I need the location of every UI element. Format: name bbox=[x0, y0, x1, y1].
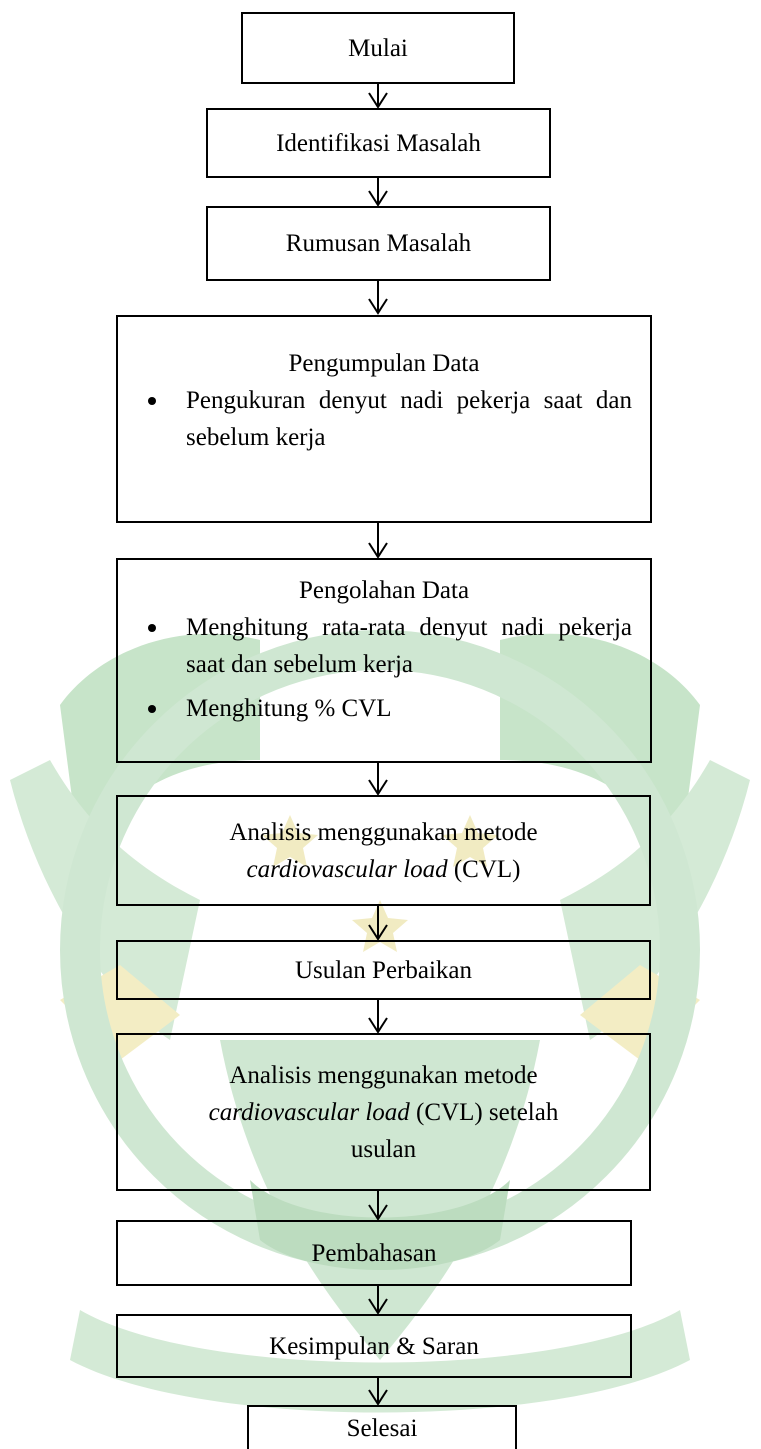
data-collection-node: Pengumpulan Data Pengukuran denyut nadi … bbox=[116, 315, 652, 523]
data-collection-title: Pengumpulan Data bbox=[288, 350, 480, 377]
start-node: Mulai bbox=[241, 12, 515, 84]
problem-formulation-label: Rumusan Masalah bbox=[285, 230, 472, 257]
arrow-3 bbox=[368, 280, 388, 315]
conclusion-node: Kesimpulan & Saran bbox=[116, 1314, 632, 1378]
cvl-analysis-node: Analisis menggunakan metode cardiovascul… bbox=[116, 795, 651, 906]
improvement-proposal-node: Usulan Perbaikan bbox=[116, 940, 651, 1000]
arrow-2 bbox=[368, 177, 388, 207]
discussion-label: Pembahasan bbox=[311, 1239, 437, 1267]
post-analysis-line-1: Analisis menggunakan metode bbox=[229, 1061, 538, 1089]
cvl-analysis-line-2: cardiovascular load (CVL) bbox=[229, 851, 537, 888]
arrow-5 bbox=[368, 762, 388, 796]
arrow-6 bbox=[368, 905, 388, 941]
data-collection-list: Pengukuran denyut nadi pekerja saat dan … bbox=[118, 382, 650, 456]
data-processing-list: Menghitung rata-rata denyut nadi pekerja… bbox=[118, 609, 650, 727]
cvl-analysis-line-1: Analisis menggunakan metode bbox=[229, 818, 538, 846]
arrow-9 bbox=[368, 1285, 388, 1315]
post-analysis-line-3: usulan bbox=[350, 1135, 417, 1163]
end-node: Selesai bbox=[247, 1405, 517, 1449]
start-label: Mulai bbox=[348, 34, 408, 62]
data-processing-node: Pengolahan Data Menghitung rata-rata den… bbox=[116, 558, 652, 763]
data-processing-item: Menghitung % CVL bbox=[148, 690, 632, 727]
problem-formulation-node: Rumusan Masalah bbox=[206, 206, 551, 281]
arrow-8 bbox=[368, 1190, 388, 1221]
post-proposal-analysis-node: Analisis menggunakan metode cardiovascul… bbox=[116, 1033, 651, 1191]
arrow-10 bbox=[368, 1378, 388, 1406]
post-analysis-method-name: cardiovascular load bbox=[208, 1098, 410, 1126]
discussion-node: Pembahasan bbox=[116, 1220, 632, 1286]
identify-problem-node: Identifikasi Masalah bbox=[206, 108, 551, 178]
conclusion-label: Kesimpulan & Saran bbox=[269, 1332, 479, 1360]
data-collection-item: Pengukuran denyut nadi pekerja saat dan … bbox=[148, 382, 632, 456]
improvement-proposal-label: Usulan Perbaikan bbox=[294, 956, 473, 984]
end-label: Selesai bbox=[346, 1414, 418, 1442]
cvl-method-name: cardiovascular load bbox=[246, 855, 448, 883]
post-analysis-method-suffix: (CVL) setelah bbox=[409, 1098, 559, 1126]
arrow-4 bbox=[368, 522, 388, 559]
arrow-7 bbox=[368, 1000, 388, 1034]
data-processing-title: Pengolahan Data bbox=[298, 577, 470, 604]
post-analysis-line-2: cardiovascular load (CVL) setelah bbox=[209, 1094, 559, 1131]
identify-problem-label: Identifikasi Masalah bbox=[276, 129, 481, 157]
data-processing-item: Menghitung rata-rata denyut nadi pekerja… bbox=[148, 609, 632, 683]
arrow-1 bbox=[368, 82, 388, 109]
cvl-method-suffix: (CVL) bbox=[447, 855, 521, 883]
